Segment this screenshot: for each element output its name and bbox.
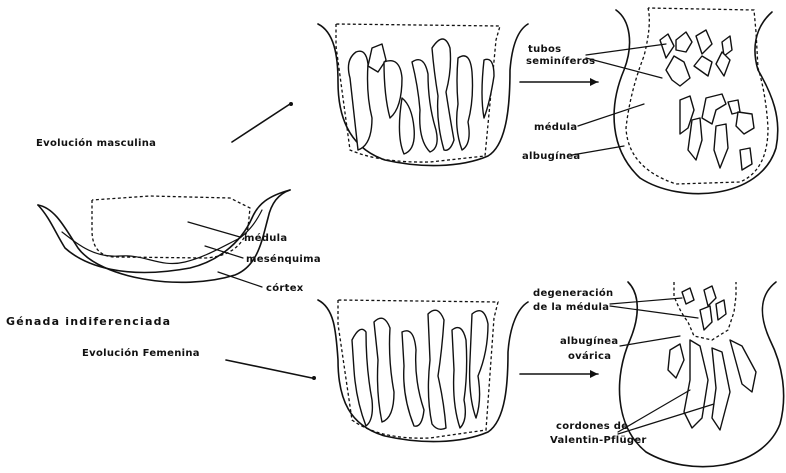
label-evolucion-femenina: Evolución Femenina: [82, 347, 200, 359]
female-stage-1: [318, 300, 528, 442]
arrow-to-male: [232, 104, 290, 142]
label-valentin-pfluger: Valentin-Pflüger: [550, 435, 647, 446]
label-degeneracion: degeneración: [533, 287, 613, 299]
arrow-dot-male: [289, 102, 293, 106]
label-mesenquima: mesénquima: [246, 253, 321, 265]
arrow-to-female: [226, 360, 312, 378]
label-gonada-indiferenciada: Génada indiferenciada: [6, 315, 171, 328]
label-de-la-medula: de la médula: [533, 301, 609, 313]
male-stage-2: [614, 8, 778, 194]
label-seminiferos: seminíferos: [526, 55, 595, 67]
arrow-dot-female: [312, 376, 316, 380]
label-cortex: córtex: [266, 282, 304, 294]
label-albuginea-femenina: albugínea: [560, 335, 618, 347]
label-albuginea-masculina: albugínea: [522, 150, 580, 162]
label-medula: médula: [244, 232, 287, 244]
male-stage-1: [318, 24, 528, 166]
label-evolucion-masculina: Evolución masculina: [36, 137, 156, 149]
label-tubos: tubos: [528, 44, 561, 55]
label-ovarica: ovárica: [568, 350, 611, 362]
label-medula-masculina: médula: [534, 121, 577, 133]
label-cordones-de: cordones de: [556, 421, 628, 432]
